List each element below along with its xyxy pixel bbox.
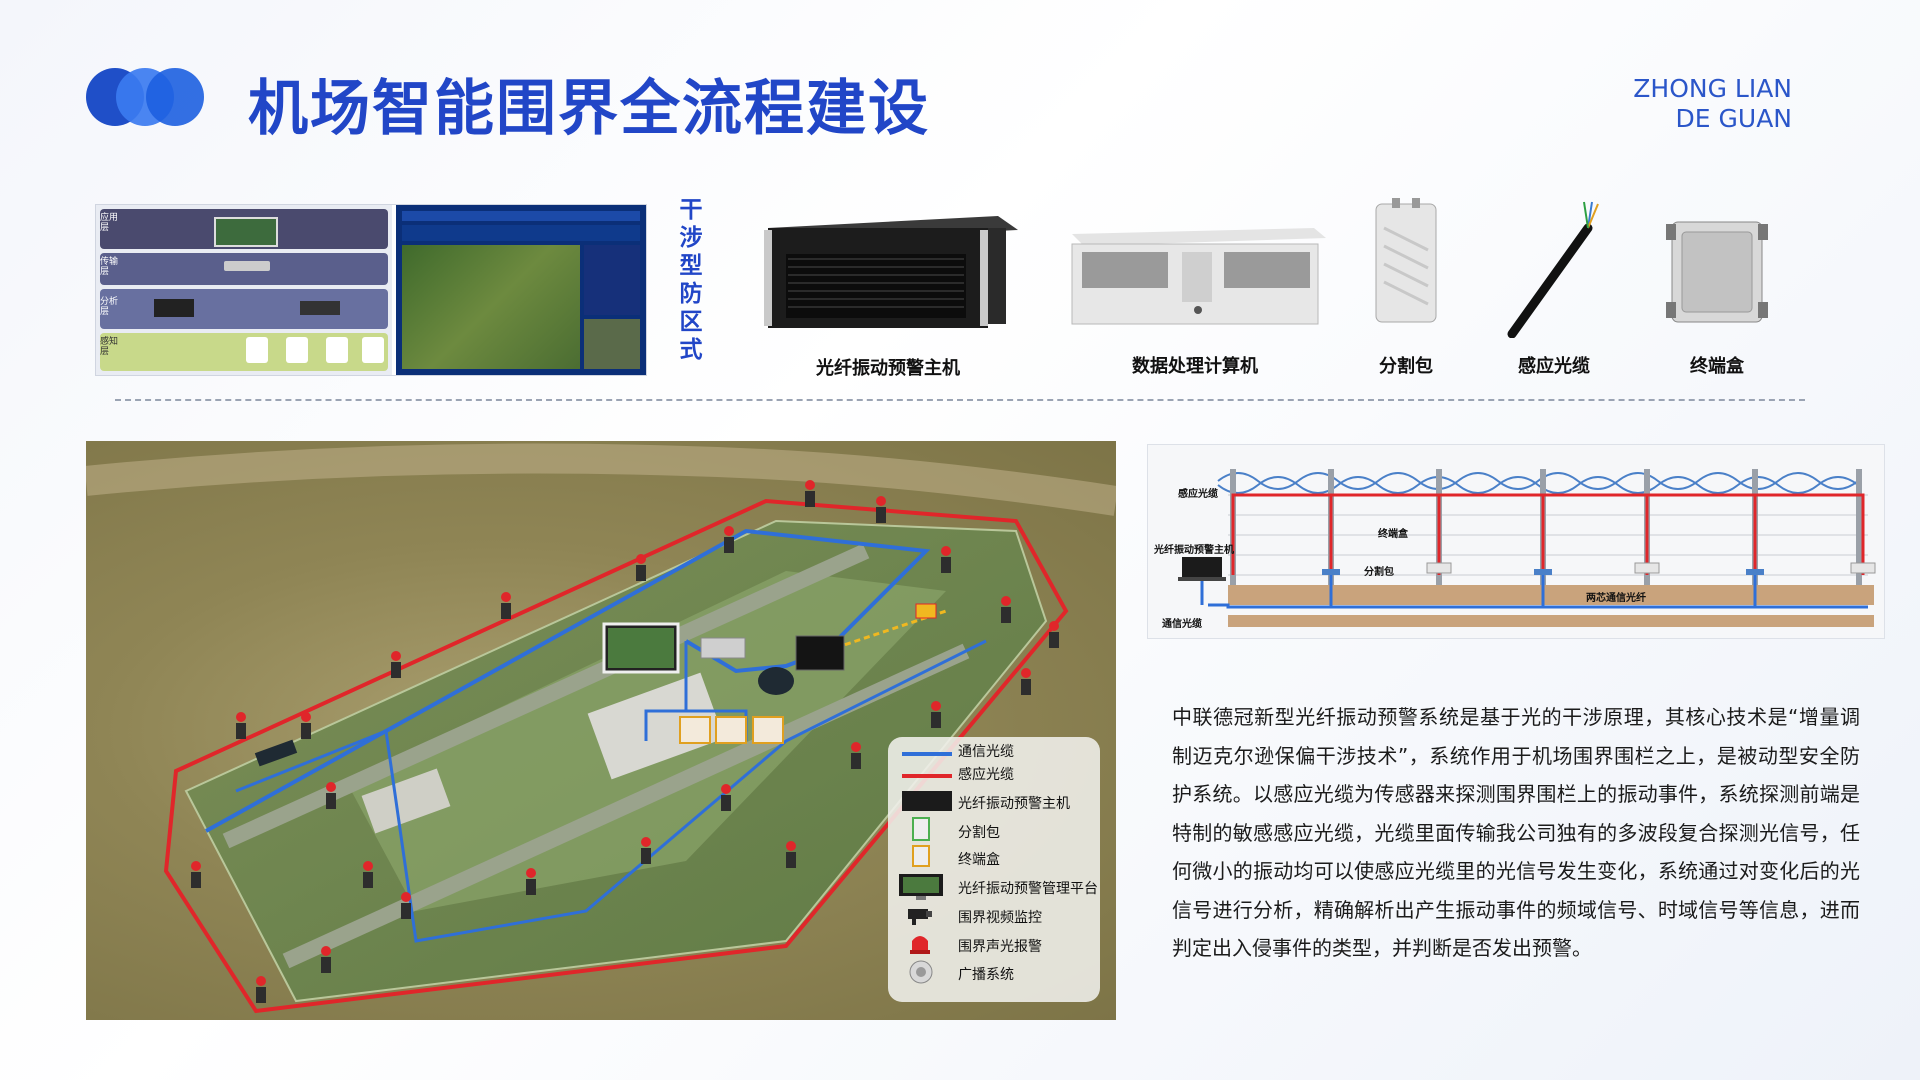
map-legend: 通信光缆 感应光缆 光纤振动预警主机 分割包 终端盒 光纤振动预警管理平台 围界… bbox=[888, 737, 1100, 1002]
video-thumb bbox=[584, 319, 640, 369]
brand-line-2: DE GUAN bbox=[1675, 104, 1792, 133]
legend-label: 感应光缆 bbox=[958, 767, 1014, 783]
server-image bbox=[154, 299, 194, 317]
legend-label: 广播系统 bbox=[958, 967, 1014, 983]
logo-dots bbox=[86, 68, 206, 126]
product-label: 分割包 bbox=[1379, 356, 1433, 377]
legend-label: 光纤振动预警主机 bbox=[958, 796, 1070, 812]
device-image bbox=[246, 337, 268, 363]
fence-label-terminal: 终端盒 bbox=[1378, 529, 1408, 540]
alarm-icon bbox=[910, 936, 930, 954]
page-title: 机场智能围界全流程建设 bbox=[248, 74, 930, 144]
product-splitter: 分割包 bbox=[1362, 198, 1450, 379]
alarm-list bbox=[584, 245, 640, 315]
product-host: 光纤振动预警主机 bbox=[758, 206, 1018, 381]
product-terminal-box: 终端盒 bbox=[1660, 210, 1774, 379]
platform-toolbar bbox=[402, 225, 640, 241]
interference-type-label: 干 涉 型 防 区 式 bbox=[676, 196, 706, 364]
section-divider bbox=[115, 399, 1805, 401]
product-computer: 数据处理计算机 bbox=[1064, 224, 1326, 379]
device-image bbox=[326, 337, 348, 363]
legend-label: 光纤振动预警管理平台 bbox=[958, 881, 1098, 897]
vertical-char: 防 bbox=[679, 281, 703, 307]
computer-icon bbox=[1071, 228, 1326, 325]
platform-screenshot bbox=[396, 205, 646, 375]
vertical-char: 涉 bbox=[679, 225, 703, 251]
brand-text: ZHONG LIAN DE GUAN bbox=[1633, 74, 1792, 134]
brand-line-1: ZHONG LIAN bbox=[1633, 74, 1792, 103]
vertical-char: 区 bbox=[679, 309, 703, 335]
monitor-icon bbox=[899, 874, 943, 900]
legend-label: 围界声光报警 bbox=[958, 939, 1042, 955]
product-label: 光纤振动预警主机 bbox=[816, 358, 960, 379]
layer-label: 分析层 bbox=[100, 297, 119, 317]
fence-label-comm: 通信光缆 bbox=[1162, 619, 1202, 630]
legend-label: 围界视频监控 bbox=[958, 910, 1042, 926]
fence-diagram: 感应光缆 光纤振动预警主机 通信光缆 终端盒 分割包 两芯通信光纤 bbox=[1147, 444, 1885, 639]
blue-line-icon bbox=[902, 752, 952, 756]
map-graphic bbox=[86, 443, 1116, 1014]
layer-label: 传输层 bbox=[100, 257, 119, 277]
layer-label: 应用层 bbox=[100, 213, 119, 233]
fence-graphic bbox=[1148, 445, 1884, 638]
splitter-icon bbox=[1375, 198, 1437, 323]
terminal-box-icon bbox=[912, 845, 930, 867]
red-line-icon bbox=[902, 774, 952, 778]
vertical-char: 式 bbox=[679, 337, 703, 363]
product-label: 数据处理计算机 bbox=[1132, 356, 1258, 377]
switch-image bbox=[224, 261, 270, 271]
fence-label-sensing: 感应光缆 bbox=[1178, 489, 1218, 500]
fence-label-two-core: 两芯通信光纤 bbox=[1586, 593, 1646, 604]
legend-label: 通信光缆 bbox=[958, 744, 1014, 760]
fence-label-host: 光纤振动预警主机 bbox=[1154, 545, 1234, 556]
airport-map: 通信光缆 感应光缆 光纤振动预警主机 分割包 终端盒 光纤振动预警管理平台 围界… bbox=[86, 441, 1116, 1020]
product-sensing-cable: 感应光缆 bbox=[1502, 198, 1606, 379]
system-description: 中联德冠新型光纤振动预警系统是基于光的干涉原理，其核心技术是“增量调制迈克尔逊保… bbox=[1172, 705, 1860, 960]
product-label: 终端盒 bbox=[1690, 356, 1744, 377]
layer-diagram: 应用层 传输层 分析层 感知层 bbox=[96, 205, 392, 375]
architecture-diagram: 应用层 传输层 分析层 感知层 bbox=[95, 204, 647, 376]
platform-header bbox=[402, 211, 640, 221]
host-icon bbox=[764, 216, 1018, 328]
product-label: 感应光缆 bbox=[1518, 356, 1590, 377]
map-view bbox=[402, 245, 580, 369]
legend-label: 终端盒 bbox=[958, 852, 1000, 868]
analysis-layer bbox=[100, 289, 388, 329]
server-image bbox=[300, 301, 340, 315]
terminal-box-icon bbox=[1666, 221, 1768, 323]
host-icon bbox=[902, 791, 952, 811]
logo-dot bbox=[146, 68, 204, 126]
vertical-char: 型 bbox=[679, 253, 703, 279]
splitter-icon bbox=[912, 817, 930, 841]
layer-label: 感知层 bbox=[100, 337, 119, 357]
fence-label-splitter: 分割包 bbox=[1364, 567, 1394, 578]
monitor-image bbox=[214, 217, 278, 247]
legend-label: 分割包 bbox=[958, 825, 1000, 841]
cable-icon bbox=[1507, 201, 1599, 339]
device-image bbox=[286, 337, 308, 363]
speaker-icon bbox=[909, 960, 933, 984]
vertical-char: 干 bbox=[679, 197, 703, 223]
device-image bbox=[362, 337, 384, 363]
camera-icon bbox=[908, 909, 932, 925]
